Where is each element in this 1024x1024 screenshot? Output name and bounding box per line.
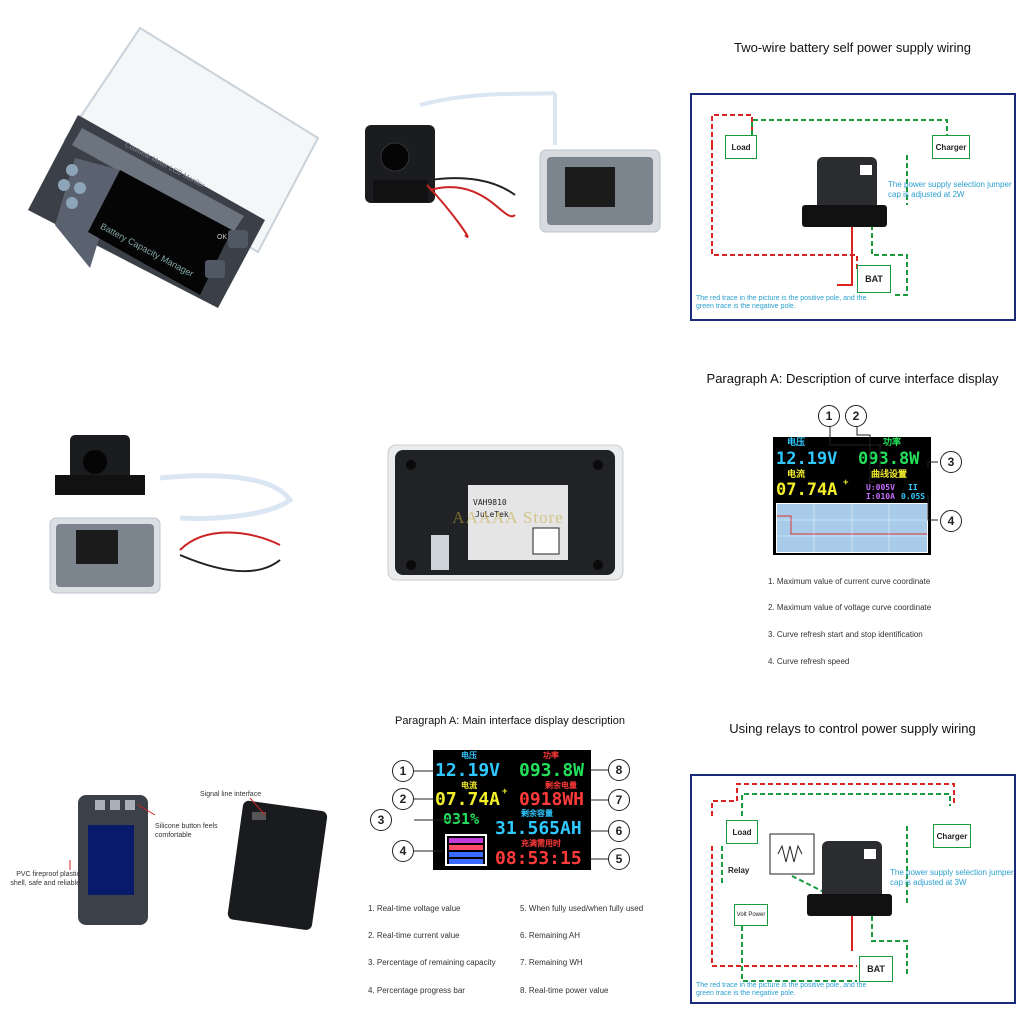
curve-list-4: 4. Curve refresh speed xyxy=(768,657,850,666)
main-power: 093.8W xyxy=(519,760,585,781)
relay-label: Relay xyxy=(728,866,750,875)
pvc-shell-label: PVC fireproof plastic shell, safe and re… xyxy=(10,871,80,888)
main-callout-3: 3 xyxy=(370,809,392,831)
product-image-back: VAH9810 JuLeTek AAAAA Store xyxy=(383,440,628,585)
main-capacity: 31.565AH xyxy=(495,818,582,839)
main-callout-lines xyxy=(414,769,608,860)
current-direction: + xyxy=(843,478,849,488)
label-power: 功率 xyxy=(883,438,902,448)
label-voltage: 电压 xyxy=(787,438,806,448)
main-list-4: 4. Percentage progress bar xyxy=(368,986,465,995)
trace-note: The red trace in the picture is the posi… xyxy=(696,295,867,311)
main-voltage: 12.19V xyxy=(435,760,501,781)
power-value: 093.8W xyxy=(858,449,920,469)
curve-list-3: 3. Curve refresh start and stop identifi… xyxy=(768,630,923,639)
main-label-capacity: 剩余容量 xyxy=(521,809,553,818)
refresh-speed: 0.05S xyxy=(901,492,926,501)
relay-trace-note: The red trace in the picture is the posi… xyxy=(696,982,867,998)
store-watermark: AAAAA Store xyxy=(452,508,564,527)
curve-graph xyxy=(776,503,928,553)
curve-callout-3: 3 xyxy=(940,451,962,473)
main-callout-4: 4 xyxy=(392,840,414,862)
main-callout-6: 6 xyxy=(608,820,630,842)
main-time: 08:53:15 xyxy=(495,848,582,869)
brand-label: JuLeTek xyxy=(475,510,509,519)
signal-line-label: Signal line interface xyxy=(200,791,262,798)
current-curve-max: I:010A xyxy=(866,492,895,501)
main-energy: 0918WH xyxy=(519,789,585,810)
main-callout-8: 8 xyxy=(608,759,630,781)
curve-callout-1: 1 xyxy=(818,405,840,427)
relay-load-box: Load xyxy=(726,820,758,844)
curve-callout-2: 2 xyxy=(845,405,867,427)
volt-power-box: Volt Power xyxy=(734,904,768,926)
main-list-7: 7. Remaining WH xyxy=(520,958,583,967)
curve-list-2: 2. Maximum value of voltage curve coordi… xyxy=(768,603,932,612)
main-list-5: 5. When fully used/when fully used xyxy=(520,904,644,913)
label-current: 电流 xyxy=(787,470,806,480)
battery-progress-bar xyxy=(445,834,487,866)
product-image-accessories xyxy=(40,430,300,595)
ok-button-label: OK xyxy=(217,234,228,241)
voltage-value: 12.19V xyxy=(776,449,838,469)
curve-title: Paragraph A: Description of curve interf… xyxy=(706,371,999,386)
curve-callout-lines xyxy=(829,426,938,521)
main-label-voltage: 电压 xyxy=(461,751,477,760)
main-screen: 电压 功率 12.19V 093.8W 电流 剩余电量 07.74A + 091… xyxy=(433,750,591,870)
main-current-direction: + xyxy=(502,787,508,797)
main-percent: 031% xyxy=(443,810,480,828)
curve-screen: 电压 功率 12.19V 093.8W 电流 曲线设置 07.74A + U:0… xyxy=(773,437,931,555)
curve-callout-4: 4 xyxy=(940,510,962,532)
silicone-button-label: Silicone button feels comfortable xyxy=(155,823,218,840)
main-callout-7: 7 xyxy=(608,789,630,811)
main-list-6: 6. Remaining AH xyxy=(520,931,581,940)
product-image-hand: Signal line interface Silicone button fe… xyxy=(10,770,340,940)
two-wire-title: Two-wire battery self power supply wirin… xyxy=(734,40,971,55)
relay-jumper-note: The power supply selection jumper cap is… xyxy=(890,868,1014,887)
main-current: 07.74A xyxy=(435,789,501,810)
main-label-time: 充满需用时 xyxy=(521,839,561,848)
relay-charger-box: Charger xyxy=(933,824,971,848)
main-label-power: 功率 xyxy=(543,751,559,760)
curve-list-1: 1. Maximum value of current curve coordi… xyxy=(768,577,931,586)
current-value: 07.74A xyxy=(776,480,838,500)
main-callout-2: 2 xyxy=(392,788,414,810)
model-label: VAH9810 xyxy=(473,498,507,507)
main-list-1: 1. Real-time voltage value xyxy=(368,904,461,913)
refresh-state: II xyxy=(908,483,918,492)
product-image-front-lid: Battery Capacity Manager Coulomb Meter L… xyxy=(20,20,330,310)
main-callout-5: 5 xyxy=(608,848,630,870)
main-list-3: 3. Percentage of remaining capacity xyxy=(368,958,496,967)
label-curve-setting: 曲线设置 xyxy=(871,470,908,480)
voltage-curve-max: U:005V xyxy=(866,483,895,492)
jumper-note: The power supply selection jumper cap is… xyxy=(888,180,1012,199)
main-title: Paragraph A: Main interface display desc… xyxy=(395,715,625,727)
product-image-kit xyxy=(355,85,665,255)
relay-bat-box: BAT xyxy=(859,956,893,982)
main-callout-1: 1 xyxy=(392,760,414,782)
main-list-8: 8. Real-time power value xyxy=(520,986,609,995)
load-box: Load xyxy=(725,135,757,159)
relay-diagram: Load Charger Relay Volt Power BAT The po… xyxy=(690,774,1016,1004)
two-wire-diagram: Load Charger BAT The power supply select… xyxy=(690,93,1016,321)
main-list-2: 2. Real-time current value xyxy=(368,931,460,940)
main-label-current: 电流 xyxy=(461,781,477,790)
charger-box: Charger xyxy=(932,135,970,159)
main-label-energy: 剩余电量 xyxy=(545,781,577,790)
bat-box: BAT xyxy=(857,265,891,293)
relay-title: Using relays to control power supply wir… xyxy=(729,721,976,736)
